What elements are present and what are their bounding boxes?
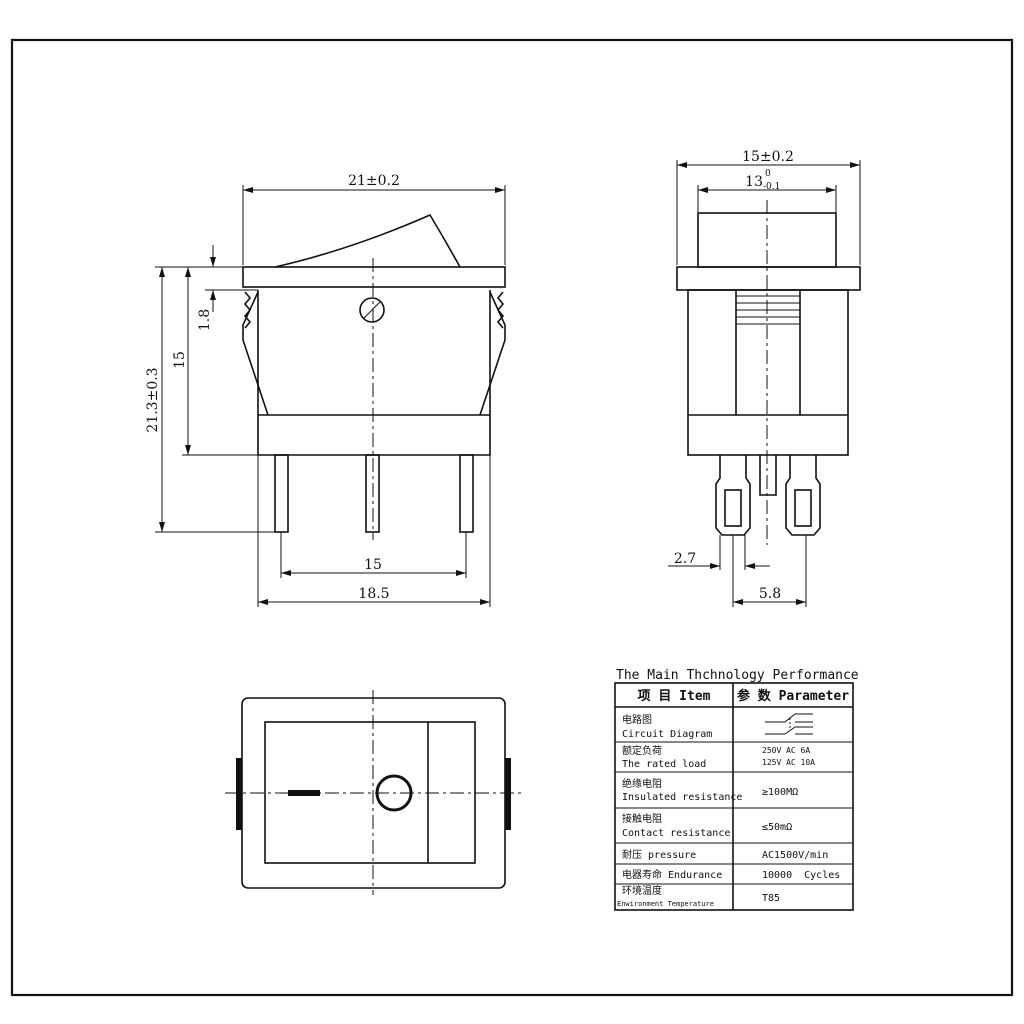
- dim-pin-spacing: 15: [364, 557, 382, 573]
- pin-left: [274, 454, 289, 533]
- off-mark: [375, 774, 413, 812]
- dim-terminal-spacing: 5.8: [759, 586, 781, 602]
- performance-table: The Main Thchnology Performance 项 目 Item…: [614, 668, 859, 911]
- row-label-cn: 接触电阻: [622, 812, 662, 825]
- row-label-cn: 环境温度: [622, 884, 662, 897]
- row-label-cn: 电路图: [622, 713, 652, 726]
- row-label: 耐压 pressure: [622, 848, 696, 861]
- row-value: 10000 Cycles: [762, 870, 840, 881]
- row-label-en: The rated load: [622, 759, 706, 770]
- row-value: AC1500V/min: [762, 850, 828, 861]
- dim-cap-width: 13: [745, 174, 763, 190]
- terminal-center: [759, 455, 777, 496]
- pin-right: [459, 454, 474, 533]
- dim-total-height: 21.3±0.3: [145, 367, 161, 432]
- row-value: 250V AC 6A: [762, 746, 810, 755]
- table-title: The Main Thchnology Performance: [616, 668, 859, 683]
- dim-terminal-width: 2.7: [674, 551, 696, 567]
- body: [257, 290, 491, 456]
- flange: [242, 266, 506, 288]
- row-label-cn: 绝缘电阻: [622, 777, 662, 790]
- header-parameter: 参 数 Parameter: [737, 688, 849, 704]
- top-view: [225, 690, 525, 895]
- terminal-left: [715, 455, 751, 536]
- pin-center: [365, 454, 380, 533]
- dim-flange-width: 15±0.2: [742, 149, 794, 165]
- row-value: ≥100MΩ: [762, 787, 798, 798]
- drawing-border: [10, 38, 1014, 997]
- row-label-cn: 额定负荷: [622, 744, 662, 757]
- terminal-right: [785, 455, 821, 536]
- row-label-en: Contact resistance: [622, 828, 730, 839]
- dim-cap-lower-tol: -0.1: [763, 182, 780, 192]
- right-clip: [479, 291, 506, 416]
- left-clip: [242, 291, 269, 416]
- row-label-en: Enwironment Temperature: [617, 900, 714, 908]
- circuit-diagram-symbol: [765, 713, 813, 735]
- front-view: 21±0.2 21.3±0.3 15 1.8 15 18.5: [145, 173, 506, 607]
- pivot-circle: [359, 297, 385, 323]
- dim-cap-upper-tol: 0: [765, 169, 771, 179]
- row-label-en: Insulated resistance: [622, 792, 742, 803]
- side-flange: [676, 266, 861, 291]
- row-label: 电器寿命 Endurance: [622, 868, 722, 881]
- side-view: 15±0.2 13 0 -0.1 2.7 5.8: [668, 149, 861, 607]
- dim-body-width: 18.5: [358, 586, 389, 602]
- side-tab-left: [236, 758, 242, 830]
- side-tab-right: [505, 758, 511, 830]
- dim-body-height: 15: [172, 351, 188, 369]
- header-item: 项 目 Item: [638, 689, 711, 704]
- side-body: [687, 289, 849, 456]
- on-mark: [288, 790, 320, 796]
- dim-flange: 1.8: [197, 309, 213, 331]
- row-value: 125V AC 10A: [762, 758, 815, 767]
- rocker: [274, 213, 461, 268]
- dim-width: 21±0.2: [348, 173, 400, 189]
- row-value: T85: [762, 893, 780, 904]
- row-label-en: Circuit Diagram: [622, 729, 712, 740]
- row-value: ≤50mΩ: [762, 822, 792, 833]
